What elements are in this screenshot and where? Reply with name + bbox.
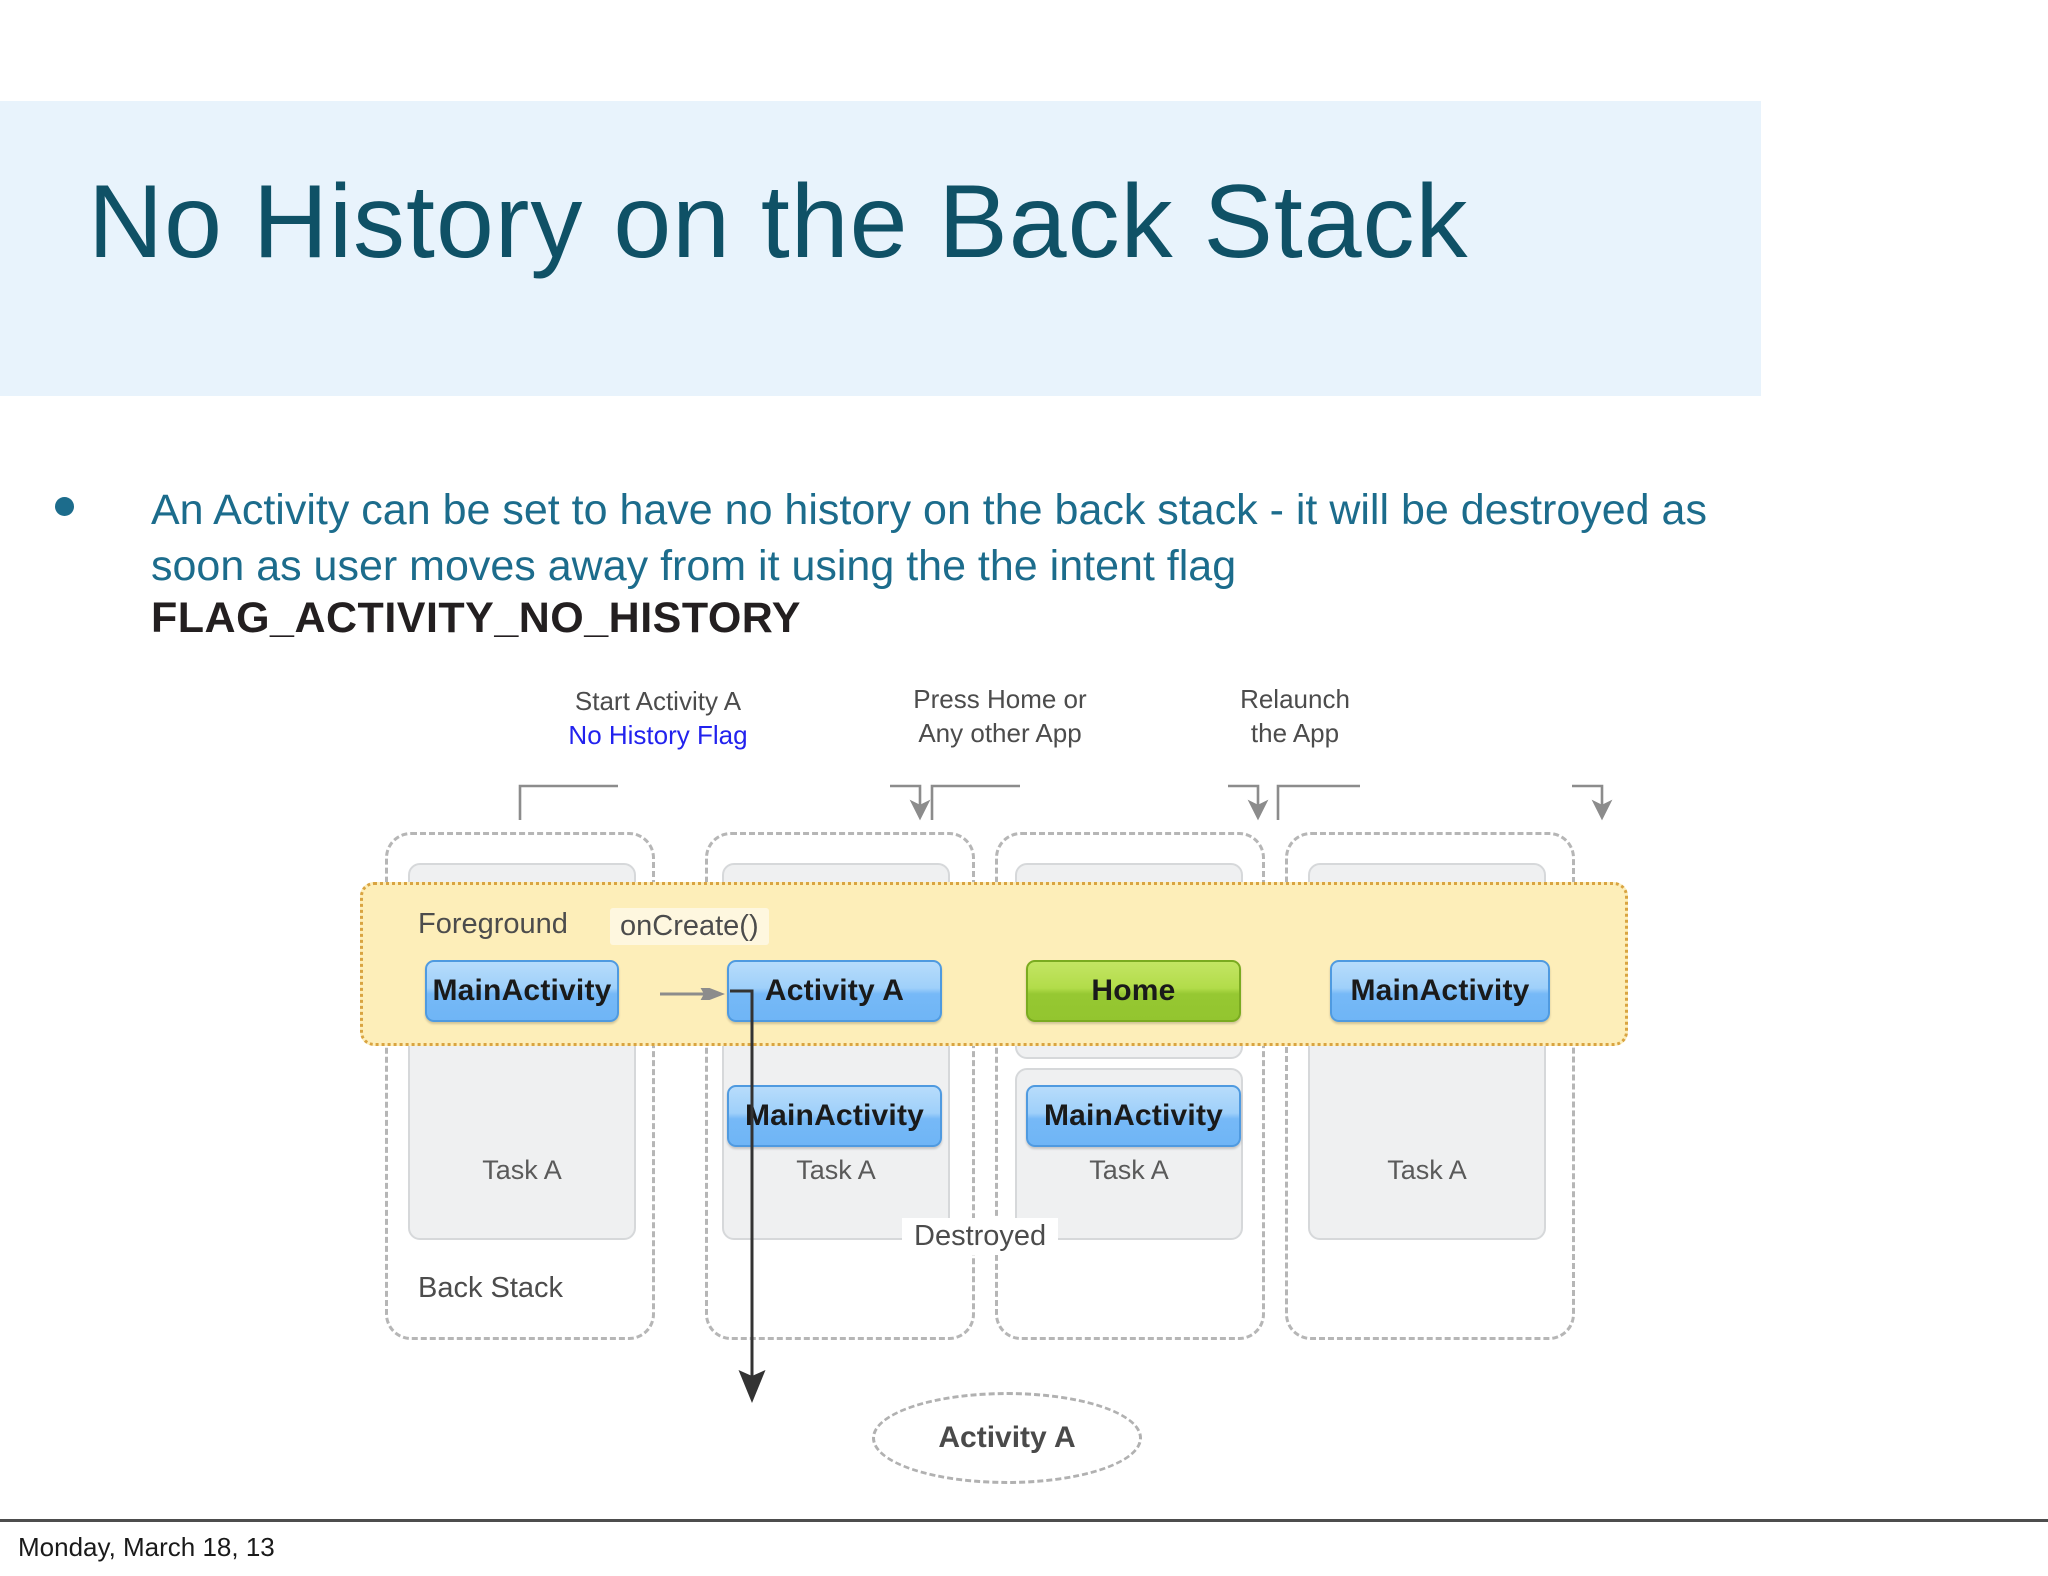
- destroyed-path-arrow: [730, 989, 766, 1403]
- callout-press-home: Press Home or Any other App: [850, 682, 1150, 750]
- footer-divider: [0, 1519, 2048, 1522]
- stack-outline-column-4: [1285, 832, 1575, 1340]
- activity-chip-mainactivity-col1[interactable]: MainActivity: [425, 960, 619, 1022]
- transition-arrow-icon: [660, 988, 725, 1000]
- stack-chip-mainactivity-col2[interactable]: MainActivity: [727, 1085, 942, 1147]
- footer-date: Monday, March 18, 13: [18, 1532, 275, 1562]
- activity-chip-activity-a-col2[interactable]: Activity A: [727, 960, 942, 1022]
- task-label: Task A: [1387, 1155, 1467, 1185]
- destroyed-activity-label: Activity A: [938, 1421, 1076, 1454]
- stack-outline-column-1: [385, 832, 655, 1340]
- task-label: Task A: [482, 1155, 562, 1185]
- bullet-text: An Activity can be set to have no histor…: [151, 486, 1707, 590]
- callout-line2-no-history-flag: No History Flag: [568, 720, 748, 750]
- bullet-dot-icon: [55, 497, 74, 516]
- page-title: No History on the Back Stack: [88, 164, 1469, 280]
- destroyed-activity-bubble: Activity A: [872, 1392, 1142, 1484]
- top-connector-lines: [518, 784, 1613, 821]
- stack-outline-column-3: [995, 832, 1265, 1340]
- callout-line2: Any other App: [918, 718, 1082, 748]
- activity-chip-mainactivity-col4[interactable]: MainActivity: [1330, 960, 1550, 1022]
- callout-line2: the App: [1250, 718, 1340, 748]
- back-stack-label: Back Stack: [418, 1272, 564, 1304]
- task-label: Task A: [796, 1155, 876, 1185]
- stack-chip-mainactivity-col3[interactable]: MainActivity: [1026, 1085, 1241, 1147]
- callout-start-activity: Start Activity A No History Flag: [508, 684, 808, 752]
- oncreate-label: onCreate(): [610, 908, 769, 945]
- activity-chip-home-col3[interactable]: Home: [1026, 960, 1241, 1022]
- flag-constant: FLAG_ACTIVITY_NO_HISTORY: [151, 594, 801, 642]
- callout-line1: Press Home or: [913, 684, 1087, 714]
- callout-line1: Relaunch: [1240, 684, 1350, 714]
- task-label: Task A: [1089, 1155, 1169, 1185]
- callout-line1: Start Activity A: [574, 686, 742, 716]
- title-banner: [0, 101, 1761, 396]
- destroyed-label: Destroyed: [902, 1218, 1059, 1255]
- foreground-label: Foreground: [418, 908, 568, 940]
- callout-relaunch-app: Relaunch the App: [1165, 682, 1425, 750]
- stack-outline-column-2: [705, 832, 975, 1340]
